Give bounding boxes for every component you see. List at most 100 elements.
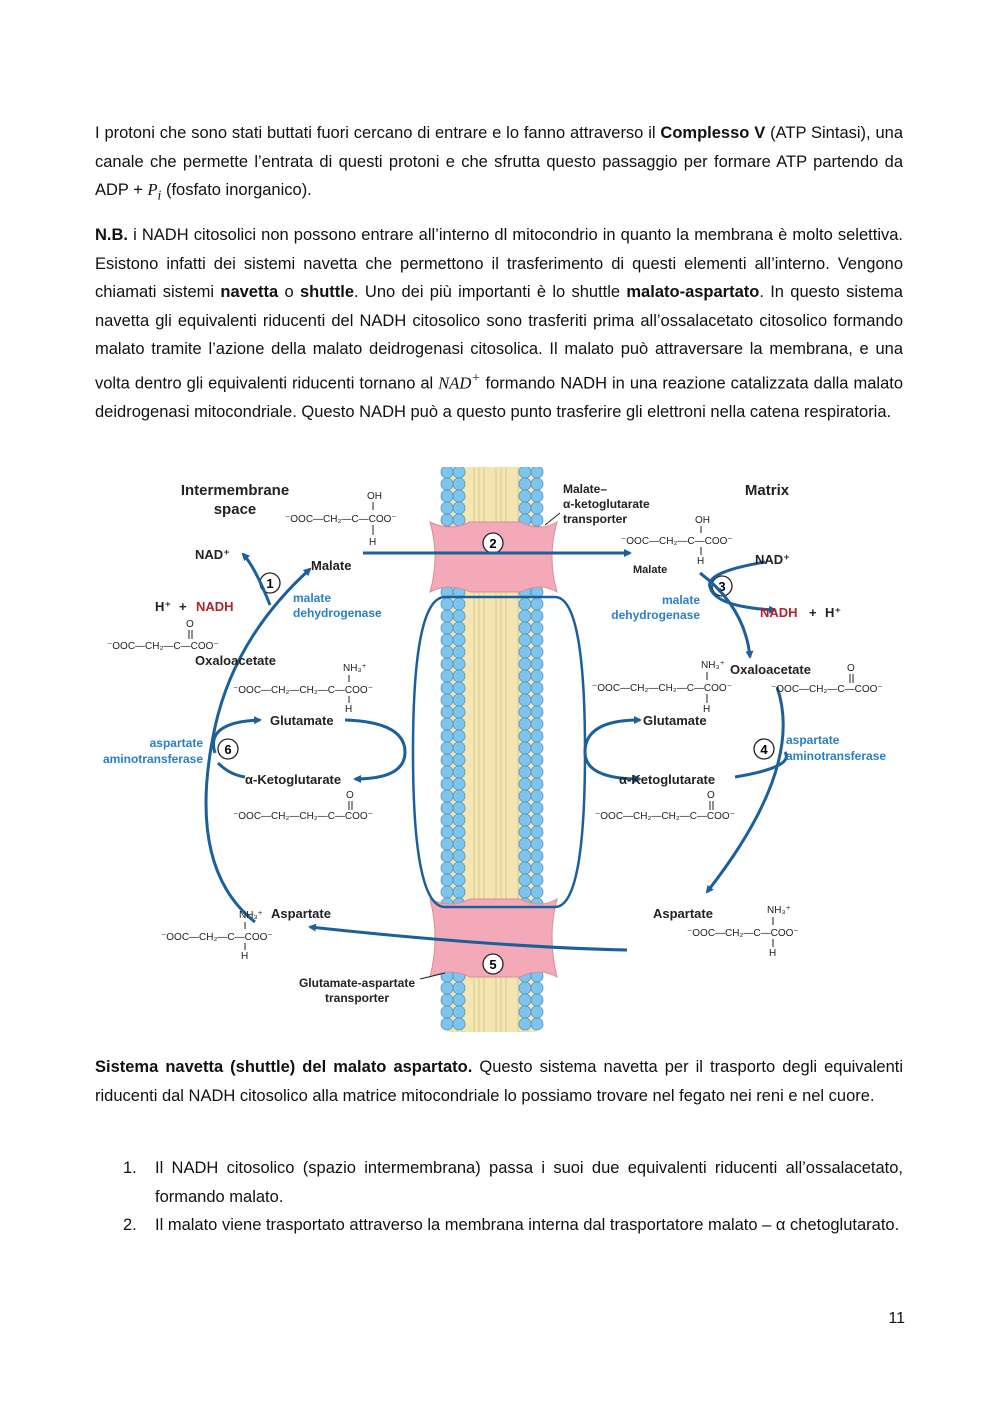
bold-term: malato-aspartato <box>626 283 760 302</box>
phospholipid-head <box>530 501 544 515</box>
malate-ketoglutarate-transporter <box>429 520 558 594</box>
oxaloacetate-right: Oxaloacetate <box>730 662 811 677</box>
step-5-marker: 5 <box>482 953 504 975</box>
phospholipid-head <box>440 885 454 899</box>
phospholipid-head <box>518 825 532 839</box>
phospholipid-head <box>530 513 544 527</box>
matrix-title: Matrix <box>745 482 790 499</box>
svg-text:2: 2 <box>489 536 496 551</box>
aminotransferase-right-2: aminotransferase <box>786 749 886 763</box>
phospholipid-head <box>440 993 454 1007</box>
phospholipid-head <box>518 801 532 815</box>
phospholipid-head <box>530 621 544 635</box>
step-3-marker: 3 <box>711 575 733 597</box>
svg-text:⁻OOC—CH₂—C—COO⁻: ⁻OOC—CH₂—C—COO⁻ <box>107 641 219 652</box>
phospholipid-head <box>518 477 532 491</box>
phospholipid-head <box>530 981 544 995</box>
text-run: . In questo sistema navetta gli equivale… <box>95 283 903 393</box>
ketoglutarate-structure-left: O ⁻OOC—CH₂—CH₂—C—COO⁻ <box>233 790 373 822</box>
phospholipid-head <box>518 765 532 779</box>
ketoglutarate-left: α-Ketoglutarate <box>245 772 341 787</box>
h-plus-left: H⁺ <box>155 599 171 614</box>
svg-text:O: O <box>847 663 855 674</box>
phospholipid-head <box>530 657 544 671</box>
svg-text:⁻OOC—CH₂—CH₂—C—COO⁻: ⁻OOC—CH₂—CH₂—C—COO⁻ <box>595 811 735 822</box>
membrane-loop-arrow <box>411 595 587 909</box>
phospholipid-head <box>530 861 544 875</box>
phospholipid-head <box>518 669 532 683</box>
phospholipid-head <box>530 681 544 695</box>
nad-plus-left: NAD⁺ <box>195 547 230 562</box>
phospholipid-head <box>518 657 532 671</box>
math-symbol: NAD <box>438 373 472 393</box>
phospholipid-head <box>452 501 466 515</box>
phospholipid-head <box>452 681 466 695</box>
glutamate-left: Glutamate <box>270 713 334 728</box>
transporter-top-label-1: Malate– <box>563 482 607 496</box>
phospholipid-head <box>518 633 532 647</box>
phospholipid-head <box>530 801 544 815</box>
phospholipid-head <box>530 885 544 899</box>
text-run: (fosfato inorganico). <box>161 181 312 200</box>
phospholipid-head <box>518 467 532 479</box>
phospholipid-head <box>530 789 544 803</box>
phospholipid-head <box>530 741 544 755</box>
text-run: I protoni che sono stati buttati fuori c… <box>95 124 661 142</box>
aminotransferase-left-1: aspartate <box>150 736 204 750</box>
svg-text:5: 5 <box>489 957 496 972</box>
phospholipid-head <box>518 645 532 659</box>
phospholipid-head <box>530 489 544 503</box>
step-6-marker: 6 <box>217 738 239 760</box>
phospholipid-head <box>440 741 454 755</box>
malate-aspartate-shuttle-diagram: 2 5 1 3 6 4 Intermembrane space <box>103 467 886 1032</box>
svg-text:H: H <box>369 537 376 548</box>
svg-text:NH₃⁺: NH₃⁺ <box>343 663 367 674</box>
phospholipid-head <box>452 753 466 767</box>
text-run: . Uno dei più importanti è lo shuttle <box>354 283 627 302</box>
list-number: 1. <box>123 1159 137 1177</box>
bold-term: Complesso V <box>660 124 766 142</box>
phospholipid-head <box>440 753 454 767</box>
cytosol-transamination-bottom-curve <box>216 761 246 779</box>
phospholipid-head <box>530 477 544 491</box>
phospholipid-head <box>530 813 544 827</box>
phospholipid-head <box>440 873 454 887</box>
phospholipid-head <box>518 753 532 767</box>
phospholipid-head <box>440 693 454 707</box>
phospholipid-head <box>452 861 466 875</box>
phospholipid-head <box>452 657 466 671</box>
phospholipid-head <box>440 477 454 491</box>
glutamate-structure-left: NH₃⁺ ⁻OOC—CH₂—CH₂—C—COO⁻ H <box>233 663 373 715</box>
svg-text:H: H <box>769 948 776 959</box>
phospholipid-head <box>440 1017 454 1031</box>
svg-text:NH₃⁺: NH₃⁺ <box>701 660 725 671</box>
phospholipid-head <box>530 849 544 863</box>
phospholipid-head <box>518 489 532 503</box>
phospholipid-head <box>440 645 454 659</box>
svg-text:NH₃⁺: NH₃⁺ <box>239 910 263 921</box>
phospholipid-head <box>530 753 544 767</box>
phospholipid-head <box>452 789 466 803</box>
phospholipid-head <box>440 717 454 731</box>
text-run: Questo sistema navetta per il trasporto … <box>95 1058 903 1105</box>
malate-structure-left: OH ⁻OOC—CH₂—C—COO⁻ H <box>285 491 397 548</box>
phospholipid-head <box>530 873 544 887</box>
phospholipid-head <box>530 693 544 707</box>
nadh-left: NADH <box>196 599 234 614</box>
phospholipid-head <box>530 837 544 851</box>
malate-structure-right: OH ⁻OOC—CH₂—C—COO⁻ H <box>621 515 733 567</box>
svg-text:H: H <box>345 704 352 715</box>
svg-text:O: O <box>346 790 354 801</box>
nad-plus-right: NAD⁺ <box>755 552 790 567</box>
phospholipid-head <box>518 1005 532 1019</box>
glutamate-right: Glutamate <box>643 713 707 728</box>
paragraph-complex-v: I protoni che sono stati buttati fuori c… <box>95 119 903 210</box>
aminotransferase-right-1: aspartate <box>786 733 840 747</box>
phospholipid-head <box>452 1005 466 1019</box>
text-run: formando NADH in una reazione catalizzat… <box>95 374 904 422</box>
phospholipid-head <box>452 693 466 707</box>
svg-text:⁻OOC—CH₂—CH₂—C—COO⁻: ⁻OOC—CH₂—CH₂—C—COO⁻ <box>233 685 373 696</box>
phospholipid-head <box>530 669 544 683</box>
phospholipid-head <box>530 633 544 647</box>
math-symbol: P <box>147 180 158 200</box>
